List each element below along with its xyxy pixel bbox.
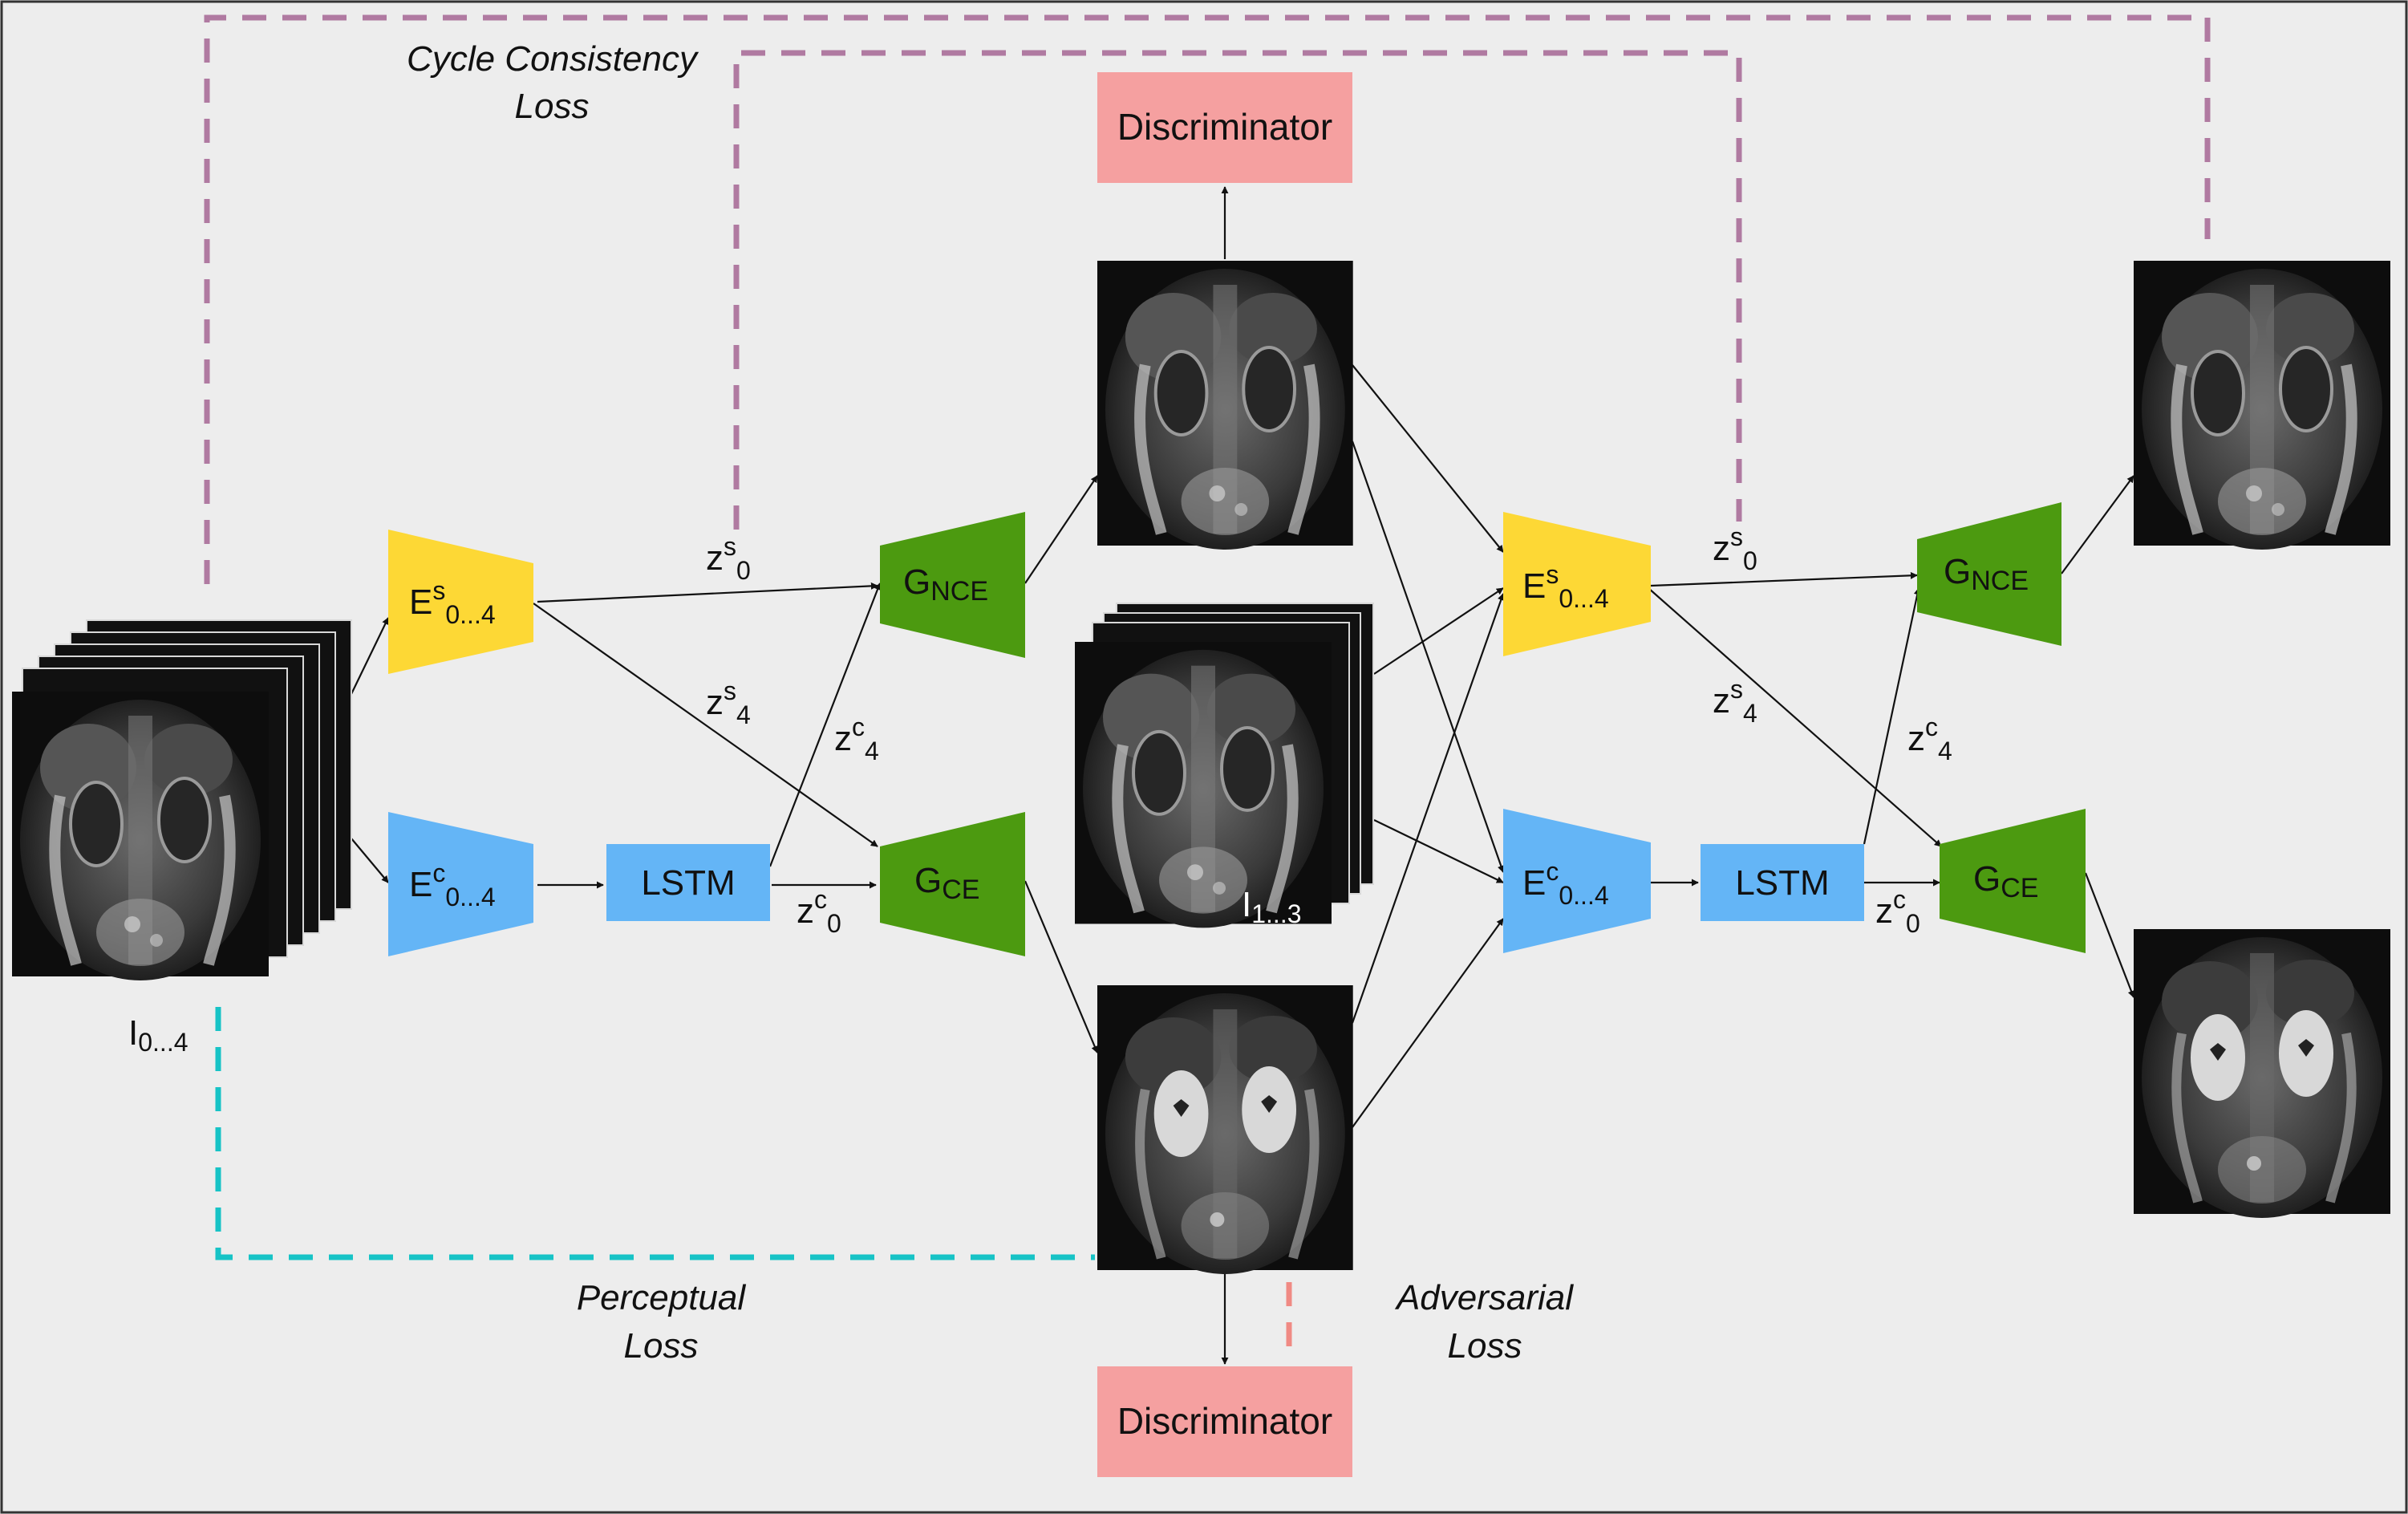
input-stack-label: I0...4	[128, 1013, 189, 1057]
latent-zc4-1: zc4	[834, 712, 879, 765]
generator-ce-2-label: GCE	[1973, 859, 2038, 903]
arrows	[351, 186, 2135, 1365]
style-encoder-2	[1503, 512, 1651, 656]
adversarial-loss-label-line1: Adversarial	[1394, 1278, 1574, 1317]
generator-nce-2-label: GNCE	[1944, 552, 2029, 596]
cycle-loss-label-line1: Cycle Consistency	[407, 39, 699, 79]
latent-zc4-2: zc4	[1907, 712, 1952, 765]
latent-zc0-2: zc0	[1875, 885, 1920, 938]
arrow-gnce-to-out-ne	[2061, 475, 2134, 574]
arrow-zs0-to-gnce-2	[1650, 571, 1918, 587]
generator-nce-1	[880, 512, 1025, 658]
lstm-block-2	[1701, 844, 1864, 921]
perceptual-loss-line	[215, 1007, 1095, 1260]
content-encoder-2-label: Ec0...4	[1522, 857, 1609, 910]
arrow-lstm-to-gnce-2	[1863, 587, 1921, 845]
middle-image-stack	[1075, 603, 1374, 927]
discriminator-bottom	[1097, 1366, 1352, 1477]
content-encoder-1-label: Ec0...4	[409, 858, 496, 911]
cycle-loss-line-outer	[204, 14, 2211, 584]
arrow-mid-to-enc-c	[1373, 819, 1504, 883]
middle-stack-label: I1...3	[1242, 885, 1302, 928]
lstm-1-label: LSTM	[641, 863, 735, 903]
image-enhanced-output	[2134, 929, 2390, 1218]
content-encoder-1	[388, 812, 533, 956]
image-non-enhanced-synth	[1097, 261, 1353, 550]
latent-zc0-1: zc0	[797, 885, 841, 938]
arrow-input-to-style-encoder	[351, 617, 389, 695]
latent-zs4-2: zs4	[1713, 675, 1757, 728]
discriminator-top-label: Discriminator	[1117, 106, 1332, 148]
style-encoder-2-label: Es0...4	[1522, 560, 1609, 613]
arrow-gnce-to-img-ne	[1024, 475, 1098, 584]
content-encoder-2	[1503, 809, 1651, 953]
arrow-ne-to-enc-c	[1351, 440, 1505, 873]
perceptual-loss-label-line1: Perceptual	[577, 1278, 747, 1317]
arrow-zs0-to-gnce-1	[537, 582, 878, 603]
discriminator-top	[1097, 72, 1352, 183]
arrow-ce-to-enc-s	[1351, 593, 1505, 1024]
arrow-mid-to-enc-s	[1373, 587, 1504, 675]
generator-ce-1	[880, 812, 1025, 956]
discriminator-bottom-label: Discriminator	[1117, 1400, 1332, 1442]
arrow-ce-to-enc-c	[1352, 918, 1504, 1128]
arrow-gce-to-img-ce	[1024, 880, 1099, 1053]
latent-zs4-1: zs4	[706, 676, 751, 729]
arrow-input-to-content-encoder	[351, 838, 389, 883]
image-enhanced-synth	[1097, 985, 1353, 1274]
style-encoder-1	[388, 530, 533, 674]
cycle-loss-label-line2: Loss	[515, 87, 590, 126]
generator-ce-1-label: GCE	[914, 861, 979, 905]
image-non-enhanced-output	[2134, 261, 2390, 550]
lstm-block-1	[606, 844, 770, 921]
latent-zs0-1: zs0	[706, 532, 751, 585]
generator-ce-2	[1940, 809, 2086, 953]
arrow-zs4-to-gce-1	[533, 603, 878, 847]
perceptual-loss-label-line2: Loss	[624, 1326, 699, 1366]
adversarial-loss-label-line2: Loss	[1448, 1326, 1522, 1366]
arrow-ne-to-enc-s	[1352, 364, 1504, 553]
arrow-gce-to-out-ce	[2084, 872, 2135, 998]
latent-zs0-2: zs0	[1713, 522, 1757, 575]
input-image-stack	[12, 619, 352, 980]
generator-nce-2	[1917, 502, 2061, 646]
style-encoder-1-label: Es0...4	[409, 576, 496, 629]
generator-nce-1-label: GNCE	[903, 562, 988, 607]
arrow-zs4-to-gce-2	[1648, 587, 1942, 847]
cycle-loss-line-inner	[733, 50, 1742, 530]
arrow-lstm-to-gnce-1	[768, 582, 882, 867]
lstm-2-label: LSTM	[1735, 863, 1829, 903]
